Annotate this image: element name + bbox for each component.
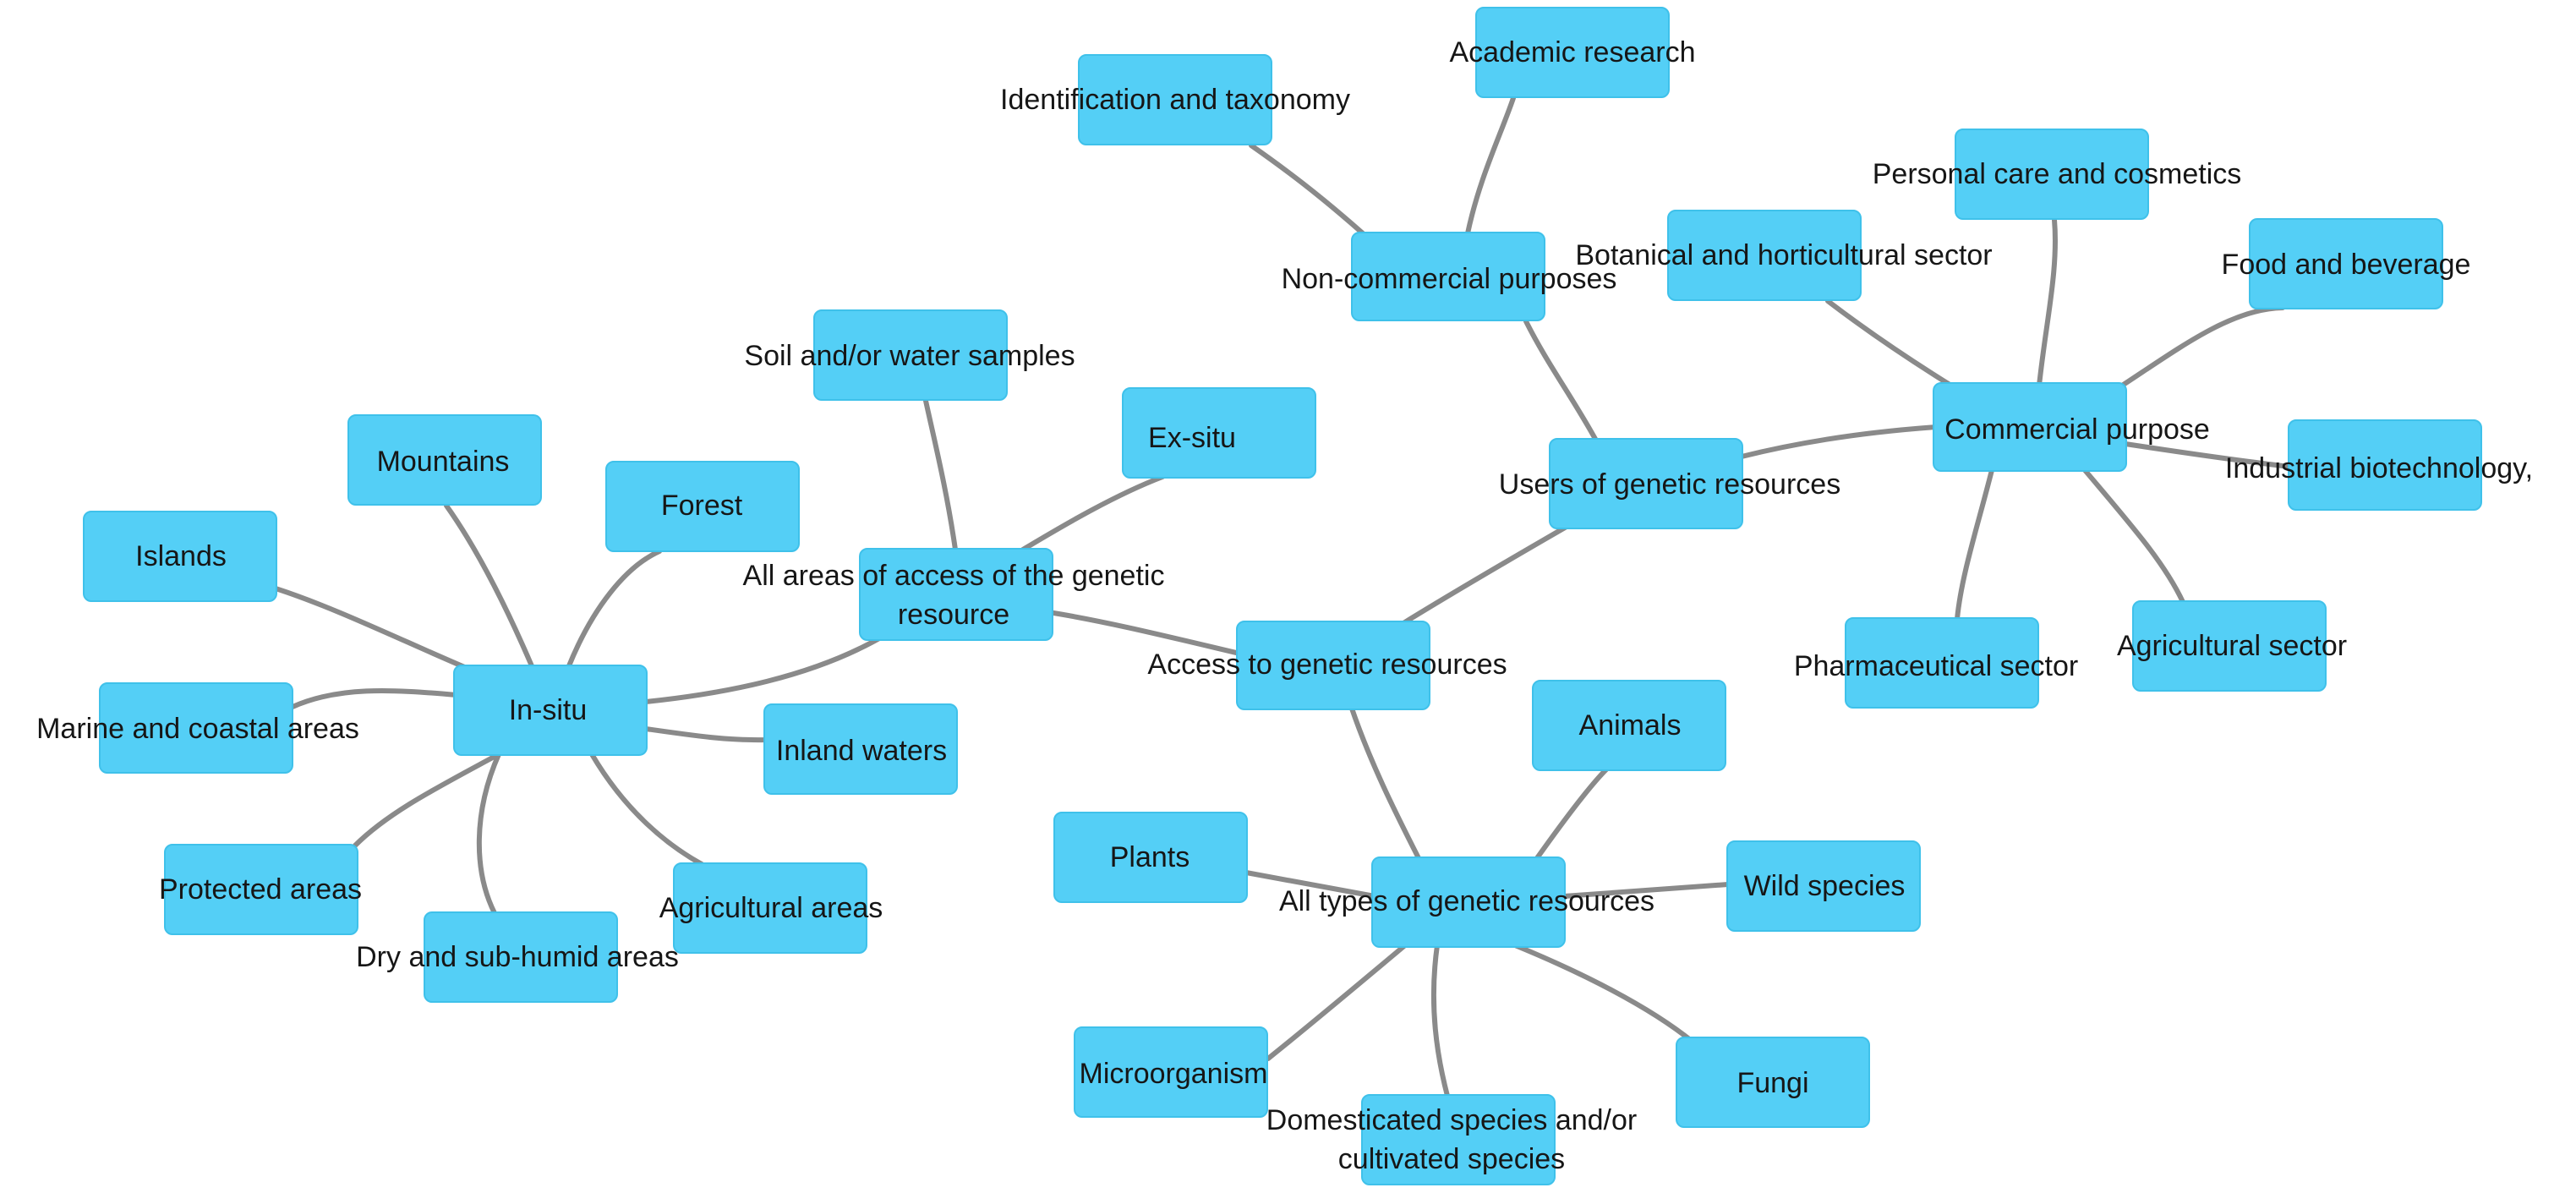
edge-types-domesticated — [1430, 943, 1450, 1098]
edge-commercial-agrisector — [2082, 468, 2185, 605]
node-label-commercial: Commercial purpose — [1944, 413, 2210, 446]
edge-areas-soil — [923, 398, 958, 552]
node-academic[interactable] — [1475, 7, 1670, 98]
node-wild[interactable] — [1726, 840, 1921, 932]
edge-insitu-agriareas — [589, 752, 704, 867]
edge-commercial-botanical — [1825, 298, 1954, 388]
node-label-micro: Microorganism — [1079, 1058, 1268, 1090]
node-forest[interactable] — [605, 461, 800, 552]
node-label-protected: Protected areas — [158, 873, 363, 906]
edge-areas-exsitu — [1020, 474, 1165, 552]
edge-types-animals — [1534, 767, 1609, 861]
edge-insitu-dry — [476, 752, 501, 916]
edge-access-users — [1401, 522, 1573, 626]
edge-access-types — [1348, 703, 1421, 861]
edge-commercial-industrial — [2123, 441, 2292, 469]
node-label-academic: Academic research — [1449, 36, 1696, 68]
node-label-noncommercial: Non-commercial purposes — [1281, 263, 1617, 295]
node-access[interactable] — [1236, 621, 1430, 710]
node-label-forest: Forest — [660, 490, 743, 522]
node-label-agri-areas: Agricultural areas — [659, 892, 883, 924]
edge-users-commercial — [1739, 424, 1939, 459]
node-marine[interactable] — [99, 682, 293, 774]
node-domesticated[interactable] — [1361, 1094, 1556, 1185]
node-label-wild: Wild species — [1743, 870, 1906, 902]
edge-insitu-inland — [643, 726, 768, 743]
edge-insitu-marine — [290, 687, 459, 709]
node-personal-care[interactable] — [1955, 129, 2149, 220]
node-pharma[interactable] — [1845, 617, 2039, 709]
edge-commercial-food — [2119, 305, 2285, 388]
node-food[interactable] — [2249, 218, 2443, 309]
node-label-agri-sector: Agricultural sector — [2116, 630, 2348, 662]
node-exsitu[interactable] — [1122, 387, 1316, 479]
edge-noncommercial-ident — [1249, 143, 1365, 236]
node-botanical[interactable] — [1667, 210, 1862, 301]
node-label-marine: Marine and coastal areas — [36, 713, 359, 745]
node-label-industrial: Industrial biotechnology, — [2224, 452, 2534, 484]
node-areas[interactable] — [859, 548, 1053, 641]
node-label-animals: Animals — [1578, 709, 1682, 742]
edge-types-micro — [1266, 943, 1408, 1061]
node-noncommercial[interactable] — [1351, 232, 1545, 321]
node-types[interactable] — [1371, 856, 1566, 948]
node-agri-areas[interactable] — [673, 862, 867, 954]
edge-types-wild — [1561, 882, 1731, 899]
node-plants[interactable] — [1053, 812, 1248, 903]
edge-users-noncommercial — [1523, 319, 1599, 443]
edge-insitu-mountains — [444, 503, 535, 670]
node-label-pharma: Pharmaceutical sector — [1793, 650, 2079, 682]
node-islands[interactable] — [83, 511, 277, 602]
node-label-insitu: In-situ — [508, 694, 588, 726]
node-mountains[interactable] — [347, 414, 542, 506]
node-label-botanical: Botanical and horticultural sector — [1575, 239, 1993, 271]
node-label-dry: Dry and sub-humid areas — [356, 941, 679, 973]
edge-commercial-pharma — [1955, 468, 1994, 621]
node-label-islands: Islands — [135, 540, 227, 572]
node-label-fungi: Fungi — [1736, 1067, 1809, 1099]
node-identification[interactable] — [1078, 54, 1272, 145]
node-animals[interactable] — [1532, 680, 1726, 771]
node-commercial[interactable] — [1933, 382, 2127, 472]
node-label-inland: Inland waters — [775, 735, 948, 767]
node-agri-sector[interactable] — [2132, 600, 2327, 692]
node-label-plants: Plants — [1109, 841, 1190, 873]
node-inland[interactable] — [763, 703, 958, 795]
edge-types-fungi — [1512, 943, 1695, 1044]
node-label-mountains: Mountains — [376, 446, 510, 478]
node-users[interactable] — [1549, 438, 1743, 529]
edge-access-areas — [1046, 610, 1250, 658]
edge-areas-insitu — [643, 636, 882, 704]
edge-commercial-personal — [2037, 217, 2058, 388]
node-dry[interactable] — [424, 911, 618, 1003]
edge-types-plants — [1244, 870, 1377, 899]
node-label-users: Users of genetic resources — [1498, 468, 1841, 501]
node-label-identification: Identification and taxonomy — [1000, 84, 1350, 116]
node-industrial[interactable] — [2288, 419, 2482, 511]
node-label-soil: Soil and/or water samples — [744, 340, 1075, 372]
edge-insitu-forest — [566, 549, 662, 670]
node-insitu[interactable] — [453, 665, 648, 756]
node-label-food: Food and beverage — [2221, 249, 2471, 281]
node-micro[interactable] — [1074, 1026, 1268, 1118]
node-label-personal-care: Personal care and cosmetics — [1872, 158, 2242, 190]
node-fungi[interactable] — [1676, 1037, 1870, 1128]
edge-insitu-protected — [353, 752, 501, 848]
edge-insitu-islands — [273, 586, 481, 676]
node-protected[interactable] — [164, 844, 358, 935]
node-label-access: Access to genetic resources — [1147, 649, 1507, 681]
edge-noncommercial-academic — [1465, 96, 1516, 236]
node-soil[interactable] — [813, 309, 1008, 401]
node-label-types: All types of genetic resources — [1278, 885, 1655, 917]
node-label-exsitu: Ex-situ — [1148, 422, 1236, 454]
